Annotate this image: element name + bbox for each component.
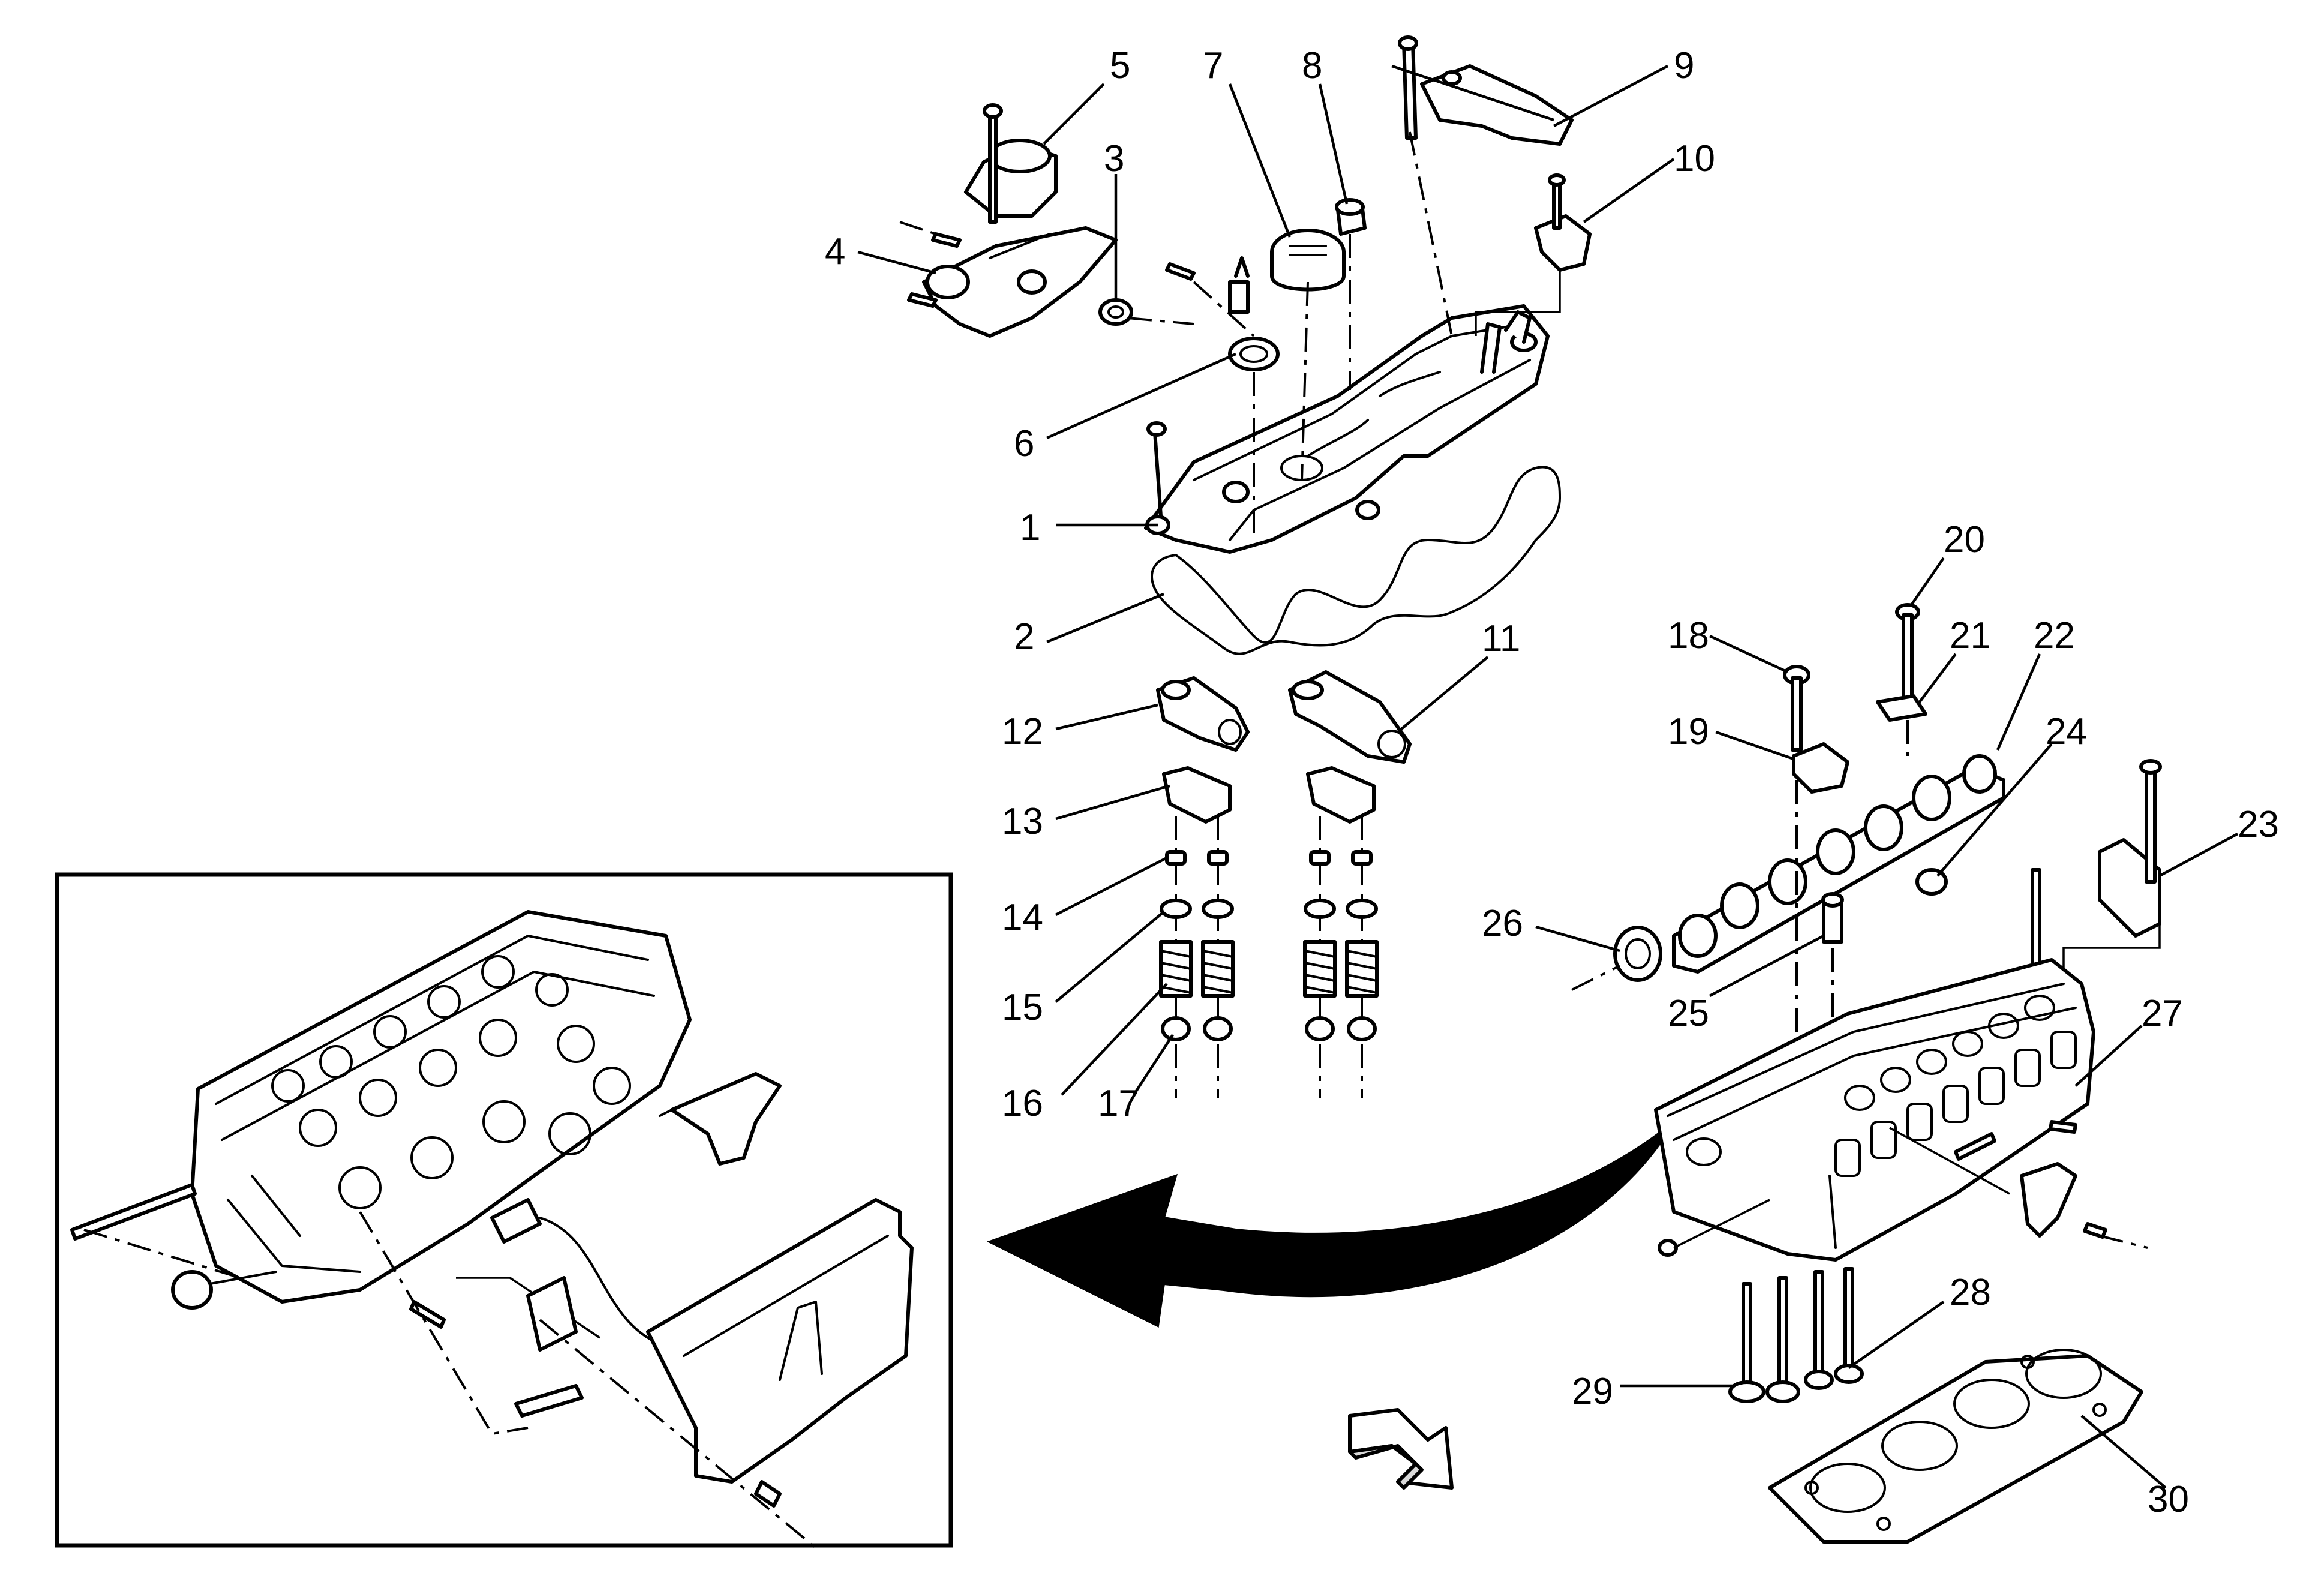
valve-train-left [1159, 766, 1235, 1098]
rocker-arm-12 [1156, 676, 1250, 752]
cover-centerlines [1193, 131, 1561, 540]
callout-22: 22 [2034, 615, 2075, 656]
callout-8: 8 [1302, 45, 1322, 86]
callout-10: 10 [1674, 138, 1715, 179]
part-20-21 [1876, 603, 1927, 756]
callout-27: 27 [2142, 993, 2183, 1034]
callout-25: 25 [1668, 993, 1709, 1034]
inset-stud-left [70, 1183, 197, 1241]
inset-probe [514, 1384, 584, 1418]
callout-20: 20 [1944, 519, 1985, 560]
part-4-bracket [899, 221, 1118, 338]
part-26-seal [1571, 926, 1662, 991]
cover-bolts [1165, 256, 1250, 314]
inset-sensor [490, 1198, 542, 1244]
part-5-cap [964, 103, 1058, 224]
part-23-bracket [2062, 759, 2162, 984]
callout-12: 12 [1002, 711, 1043, 752]
curved-arrow [986, 1121, 1675, 1328]
valve-cover-assembly [1144, 304, 1561, 655]
part-6-seal [1228, 337, 1280, 371]
inset-bracket [526, 1276, 578, 1352]
callout-18: 18 [1668, 615, 1709, 656]
part-7-filler-cap [1270, 229, 1346, 292]
cylinder-head [1654, 958, 2148, 1262]
callout-6: 6 [1014, 423, 1034, 464]
leader-lines [857, 64, 2239, 1489]
valve-cover-gasket [1151, 466, 1561, 655]
head-stud [2031, 868, 2041, 974]
part-24-nut [1915, 868, 1948, 896]
callout-29: 29 [1572, 1371, 1613, 1412]
rocker-arm-11 [1288, 670, 1412, 764]
callout-23: 23 [2238, 804, 2279, 845]
callout-24: 24 [2046, 711, 2087, 752]
callout-4: 4 [825, 231, 845, 272]
callout-labels: 1 2 3 4 5 6 7 8 9 10 11 12 13 14 15 16 1… [825, 45, 2279, 1520]
callout-2: 2 [1014, 616, 1034, 658]
callout-9: 9 [1674, 45, 1694, 86]
callout-7: 7 [1203, 45, 1223, 86]
valve-train-right [1303, 766, 1379, 1098]
inset-heat-shield [646, 1198, 914, 1484]
head-gasket [1768, 1349, 2143, 1544]
callout-11: 11 [1482, 618, 1520, 659]
callout-16: 16 [1002, 1083, 1043, 1124]
callout-13: 13 [1002, 801, 1043, 842]
part-3-seal [1098, 298, 1194, 326]
callout-26: 26 [1482, 903, 1523, 944]
inset-cylinder-head [190, 910, 692, 1304]
callout-1: 1 [1020, 507, 1040, 548]
inset-plug [171, 1270, 213, 1310]
callout-5: 5 [1110, 45, 1130, 86]
callout-17: 17 [1098, 1083, 1139, 1124]
callout-14: 14 [1002, 897, 1043, 938]
part-10-sensor [1534, 173, 1592, 272]
callout-21: 21 [1950, 615, 1991, 656]
callout-30: 30 [2148, 1479, 2189, 1520]
valves [1728, 1267, 1864, 1403]
callout-28: 28 [1950, 1272, 1991, 1313]
callout-19: 19 [1668, 711, 1709, 752]
part-9-bracket [1398, 35, 1574, 146]
direction-arrow [1348, 1408, 1454, 1490]
inset-coolant-outlet [670, 1072, 782, 1166]
callout-15: 15 [1002, 987, 1043, 1028]
callout-3: 3 [1104, 138, 1124, 179]
part-8-plug [1335, 198, 1367, 236]
inset-view [55, 872, 953, 1549]
